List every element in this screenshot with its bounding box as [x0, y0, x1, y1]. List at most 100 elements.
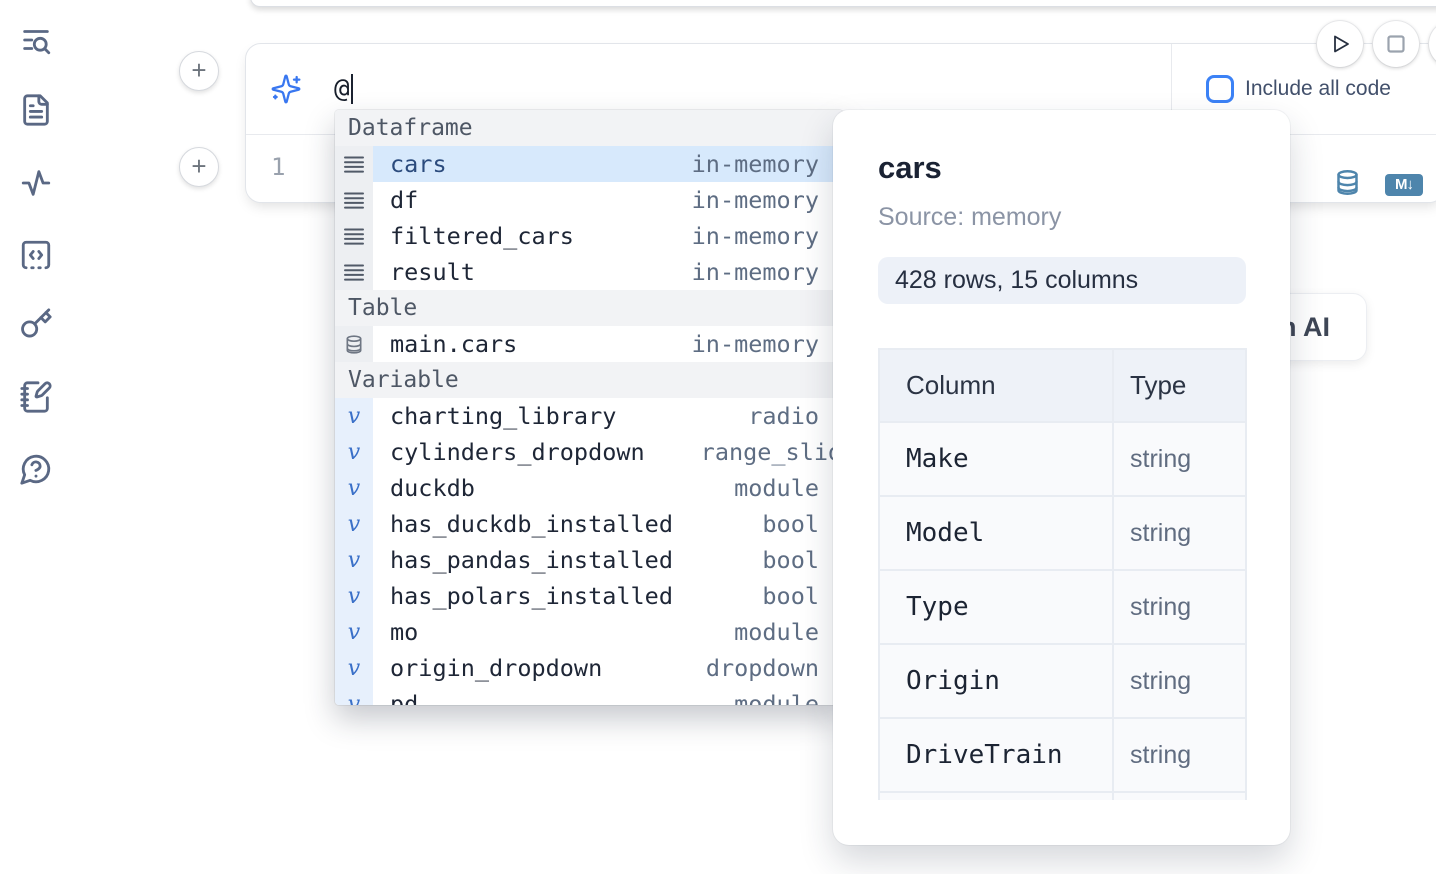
column-name-cell: Make	[878, 421, 1114, 497]
stop-button[interactable]	[1373, 21, 1419, 67]
item-name: filtered_cars	[390, 222, 574, 250]
dropdown-item[interactable]: v charting_library radio	[335, 398, 843, 434]
column-name-cell: Origin	[878, 643, 1114, 719]
more-actions-button[interactable]	[1429, 21, 1436, 67]
rows-icon	[335, 218, 373, 254]
item-type: module	[734, 690, 819, 705]
item-name: df	[390, 186, 419, 214]
variable-icon: v	[335, 614, 373, 650]
shape-badge: 428 rows, 15 columns	[878, 257, 1246, 304]
item-type: range_slider	[700, 438, 843, 466]
item-type: in-memory	[691, 150, 819, 178]
include-all-code-option: Include all code	[1206, 44, 1391, 134]
column-name-cell: Model	[878, 495, 1114, 571]
item-name: main.cars	[390, 330, 518, 358]
item-type: module	[734, 474, 819, 502]
key-icon[interactable]	[19, 307, 53, 341]
item-type: bool	[762, 546, 819, 574]
item-name: charting_library	[390, 402, 617, 430]
rows-icon	[335, 146, 373, 182]
item-name: mo	[390, 618, 419, 646]
item-name: pd	[390, 690, 419, 705]
column-type-cell	[1112, 791, 1247, 800]
dropdown-item[interactable]: main.cars in-memory	[335, 326, 843, 362]
dropdown-item[interactable]: cars in-memory	[335, 146, 843, 182]
dropdown-item[interactable]: df in-memory	[335, 182, 843, 218]
item-type: bool	[762, 510, 819, 538]
notebook-pen-icon[interactable]	[19, 380, 53, 414]
variable-icon: v	[335, 434, 373, 470]
column-name-cell: DriveTrain	[878, 717, 1114, 793]
column-type-cell: string	[1112, 569, 1247, 645]
dataframe-preview-panel: cars Source: memory 428 rows, 15 columns…	[833, 110, 1290, 845]
run-cell-button[interactable]	[1317, 21, 1363, 67]
item-type: module	[734, 618, 819, 646]
ai-prompt-input[interactable]: @	[334, 44, 353, 134]
variable-icon: v	[335, 398, 373, 434]
list-search-icon[interactable]	[19, 23, 53, 57]
dropdown-item[interactable]: v has_pandas_installed bool	[335, 542, 843, 578]
column-name-cell	[878, 791, 1114, 800]
dropdown-item[interactable]: v cylinders_dropdown range_slider	[335, 434, 843, 470]
preview-title: cars	[878, 150, 942, 185]
help-chat-icon[interactable]	[19, 452, 53, 486]
include-all-code-label: Include all code	[1245, 77, 1391, 100]
item-name: has_duckdb_installed	[390, 510, 673, 538]
variable-icon: v	[335, 578, 373, 614]
item-type: in-memory	[691, 258, 819, 286]
variable-icon: v	[335, 650, 373, 686]
database-icon[interactable]	[1334, 168, 1361, 202]
activity-icon[interactable]	[19, 166, 53, 200]
rows-icon	[335, 254, 373, 290]
file-text-icon[interactable]	[19, 93, 53, 127]
table-row	[878, 791, 1247, 800]
item-name: cars	[390, 150, 447, 178]
dropdown-item[interactable]: filtered_cars in-memory	[335, 218, 843, 254]
item-type: in-memory	[691, 222, 819, 250]
line-number: 1	[271, 153, 286, 181]
add-cell-above-button[interactable]: +	[179, 51, 219, 91]
item-type: in-memory	[691, 186, 819, 214]
database-icon	[335, 326, 373, 362]
column-type-cell: string	[1112, 717, 1247, 793]
include-all-code-checkbox[interactable]	[1206, 75, 1234, 103]
dropdown-section-header: Table	[335, 290, 843, 326]
preview-source: Source: memory	[878, 203, 1062, 231]
column-type-cell: string	[1112, 495, 1247, 571]
item-name: has_pandas_installed	[390, 546, 673, 574]
ai-sparkles-icon	[270, 73, 302, 105]
markdown-icon[interactable]: M↓	[1385, 174, 1423, 196]
dropdown-item[interactable]: v has_duckdb_installed bool	[335, 506, 843, 542]
code-snippets-icon[interactable]	[19, 238, 53, 272]
text-cursor	[350, 74, 353, 104]
item-type: in-memory	[691, 330, 819, 358]
column-name-cell: Type	[878, 569, 1114, 645]
column-type-cell: string	[1112, 643, 1247, 719]
column-type-cell: string	[1112, 421, 1247, 497]
code-editor-row[interactable]: 1 M↓	[246, 135, 1436, 201]
item-name: duckdb	[390, 474, 475, 502]
rows-icon	[335, 182, 373, 218]
dropdown-section-header: Dataframe	[335, 110, 843, 146]
variable-icon: v	[335, 686, 373, 705]
item-type: radio	[748, 402, 819, 430]
add-cell-below-button[interactable]: +	[179, 147, 219, 187]
variable-icon: v	[335, 506, 373, 542]
variable-icon: v	[335, 542, 373, 578]
item-name: cylinders_dropdown	[390, 438, 645, 466]
column-header: Type	[1112, 348, 1247, 423]
dropdown-item[interactable]: v pd module	[335, 686, 843, 705]
item-name: origin_dropdown	[390, 654, 603, 682]
